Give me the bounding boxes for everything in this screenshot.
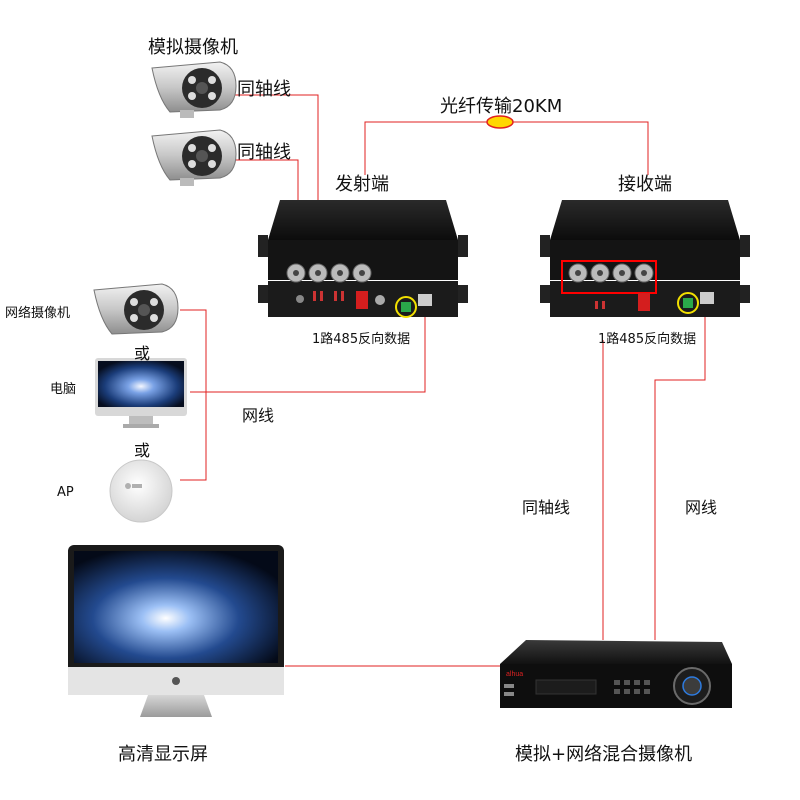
label-or-2: 或 — [134, 441, 151, 460]
transmitter-bnc-ports — [286, 263, 372, 283]
ap-icon — [109, 459, 173, 523]
label-nvr: 模拟+网络混合摄像机 — [515, 744, 693, 765]
nvr-device-icon: alhua — [500, 640, 732, 708]
hd-monitor-icon — [68, 545, 284, 717]
transmitter-rs485-port — [395, 296, 417, 318]
fiber-marker — [486, 115, 514, 129]
receiver-bnc-highlight — [561, 260, 657, 294]
svg-text:alhua: alhua — [506, 671, 523, 678]
label-receiver: 接收端 — [618, 174, 672, 195]
label-coax-1: 同轴线 — [237, 79, 291, 100]
label-transmitter: 发射端 — [335, 174, 389, 195]
label-coax-vertical: 同轴线 — [522, 498, 571, 517]
label-fiber: 光纤传输20KM — [440, 96, 563, 117]
network-camera-icon — [93, 283, 179, 335]
network-wire-left — [190, 308, 426, 393]
analog-camera-2-icon — [151, 129, 237, 186]
label-ap: AP — [57, 485, 74, 500]
label-rs485-right: 1路485反向数据 — [598, 332, 697, 347]
receiver-device — [540, 200, 750, 317]
receiver-bnc-ports — [568, 263, 654, 283]
label-rs485-left: 1路485反向数据 — [312, 332, 411, 347]
computer-icon — [95, 358, 187, 428]
transmitter-device — [258, 200, 468, 318]
label-or-1: 或 — [134, 344, 151, 363]
label-network-cable: 网线 — [242, 406, 275, 425]
label-coax-2: 同轴线 — [237, 142, 291, 163]
label-analog-camera: 模拟摄像机 — [148, 37, 238, 58]
network-bracket-wire — [180, 309, 207, 481]
fiber-wire — [364, 121, 649, 175]
label-hd-monitor: 高清显示屏 — [118, 744, 208, 765]
label-network-camera: 网络摄像机 — [5, 306, 71, 321]
label-network-vertical: 网线 — [685, 498, 718, 517]
label-computer: 电脑 — [50, 382, 77, 397]
network-wire-vertical — [654, 305, 706, 640]
receiver-rs485-port — [677, 292, 699, 314]
analog-camera-1-icon — [151, 61, 237, 118]
